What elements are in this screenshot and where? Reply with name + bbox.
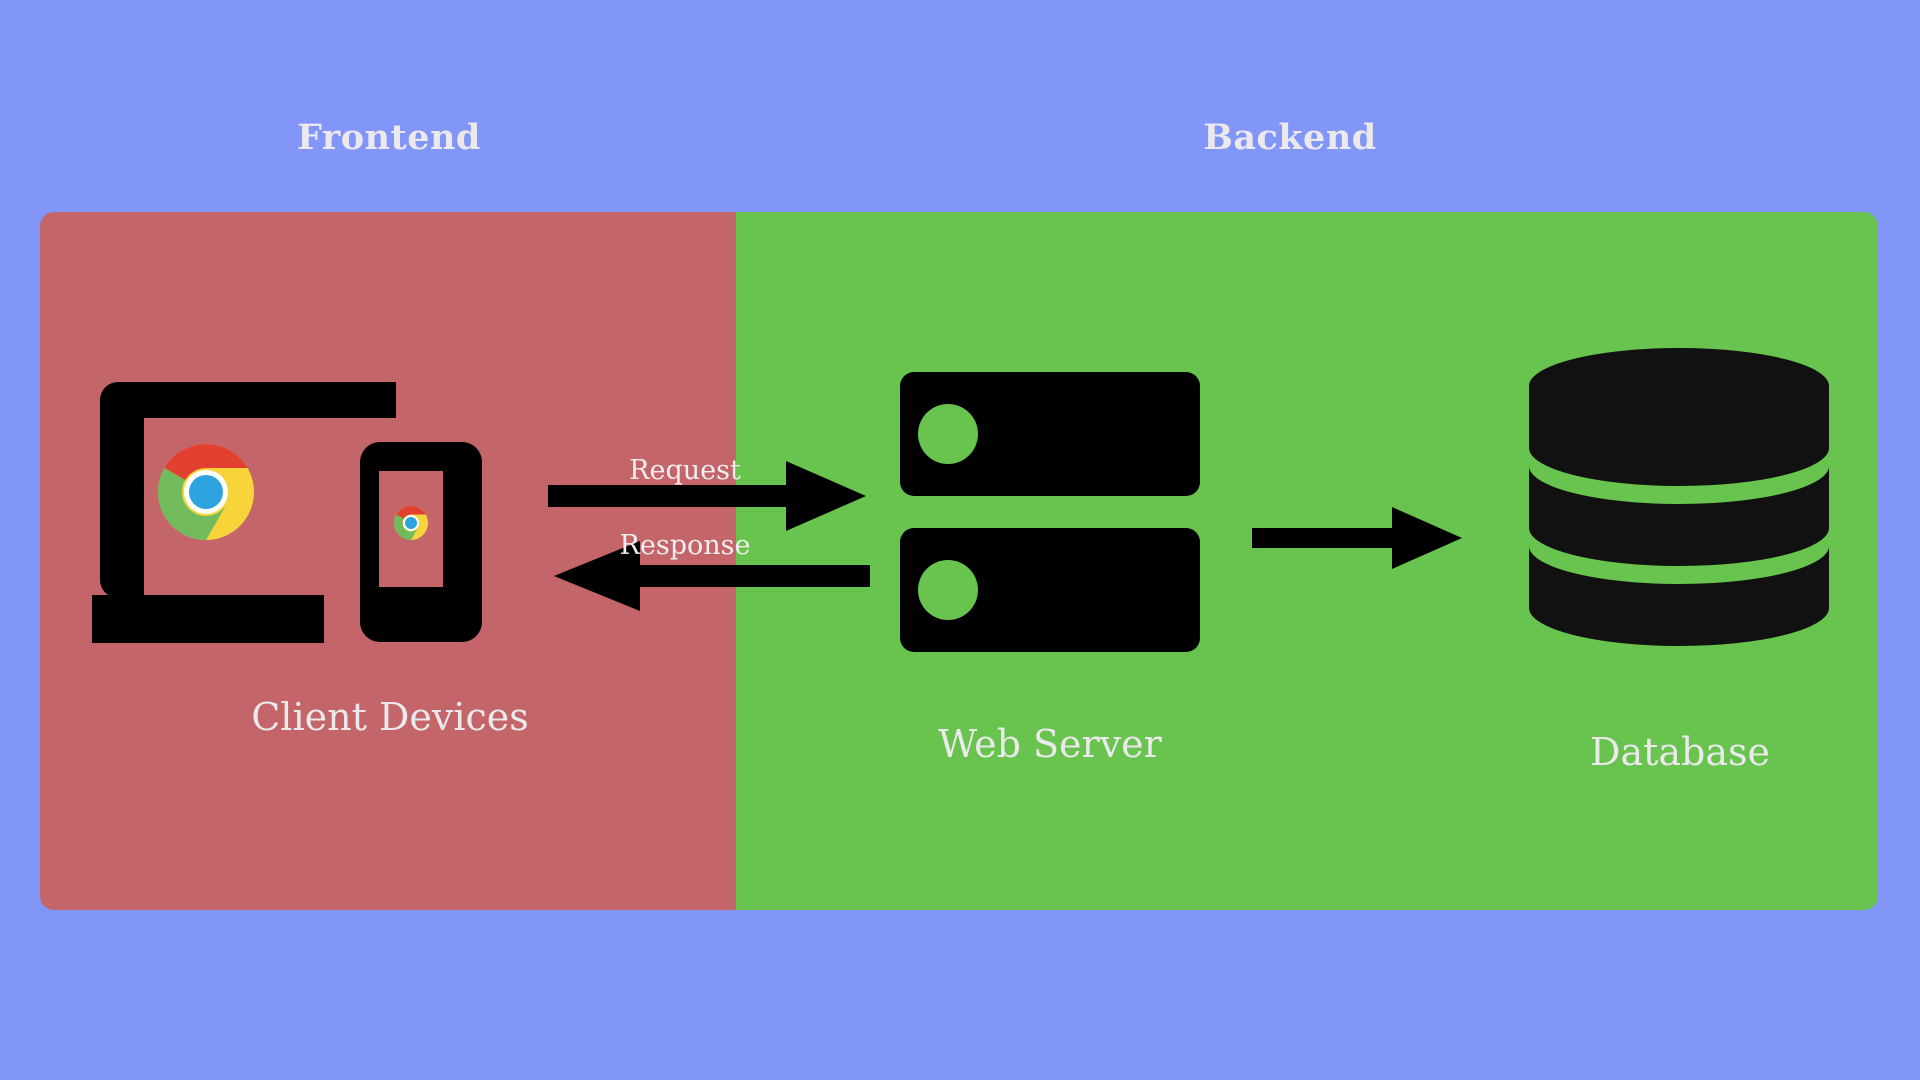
- section-title-frontend: Frontend: [297, 117, 481, 158]
- node-label-database: Database: [1589, 730, 1771, 774]
- chrome-logo-small-icon: [394, 506, 428, 540]
- edge-label-response: Response: [619, 530, 751, 561]
- arrow-server-to-database[interactable]: [1252, 505, 1467, 575]
- arrow-request[interactable]: [548, 455, 878, 545]
- laptop-icon: [92, 382, 396, 643]
- node-label-client-devices: Client Devices: [251, 695, 529, 739]
- server-rack-icon-group[interactable]: [900, 372, 1200, 674]
- node-label-web-server: Web Server: [938, 722, 1162, 766]
- smartphone-icon: [360, 442, 482, 642]
- section-title-backend: Backend: [1203, 117, 1377, 158]
- database-cylinder-icon-group[interactable]: [1524, 348, 1834, 688]
- server-rack-icon: [900, 372, 1200, 652]
- arrow-response[interactable]: [548, 535, 878, 625]
- edge-label-request: Request: [629, 455, 741, 486]
- client-devices-icon-group[interactable]: [92, 378, 512, 658]
- chrome-logo-icon: [157, 444, 254, 540]
- database-cylinder-icon: [1529, 348, 1829, 646]
